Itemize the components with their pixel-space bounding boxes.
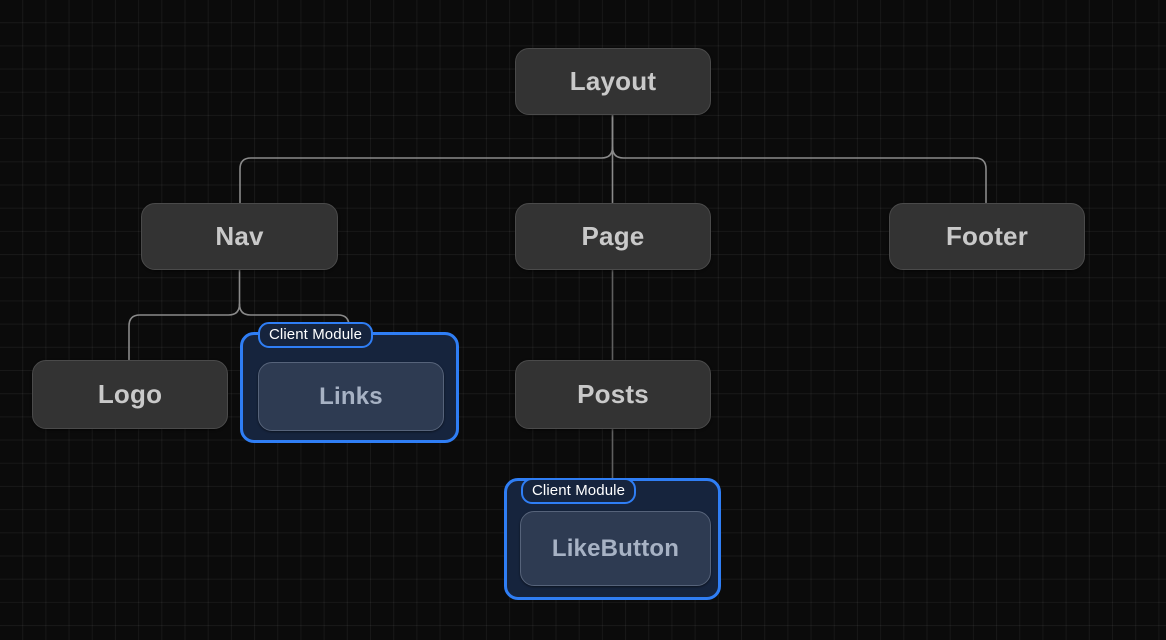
edge-nav-logo bbox=[128, 303, 241, 361]
node-footer-label: Footer bbox=[945, 221, 1029, 251]
node-footer[interactable]: Footer bbox=[889, 203, 1085, 270]
client-module-badge-links: Client Module bbox=[258, 322, 374, 348]
node-layout[interactable]: Layout bbox=[515, 48, 711, 115]
node-likebutton[interactable]: LikeButton bbox=[520, 511, 711, 586]
node-logo-label: Logo bbox=[97, 379, 163, 409]
client-module-group-links[interactable]: Links bbox=[240, 332, 459, 443]
edge-layout-bus bbox=[611, 114, 987, 204]
node-links-label: Links bbox=[319, 382, 383, 410]
node-posts[interactable]: Posts bbox=[515, 360, 711, 429]
client-module-badge-links-label: Client Module bbox=[269, 326, 363, 343]
node-page[interactable]: Page bbox=[515, 203, 711, 270]
client-module-badge-likebutton: Client Module bbox=[521, 478, 637, 504]
node-logo[interactable]: Logo bbox=[32, 360, 228, 429]
node-likebutton-label: LikeButton bbox=[551, 534, 680, 562]
node-nav[interactable]: Nav bbox=[141, 203, 338, 270]
client-module-badge-likebutton-label: Client Module bbox=[532, 482, 626, 499]
edge-layout-nav bbox=[239, 146, 614, 204]
node-links[interactable]: Links bbox=[258, 362, 444, 431]
node-posts-label: Posts bbox=[577, 379, 649, 409]
node-page-label: Page bbox=[581, 221, 645, 251]
node-nav-label: Nav bbox=[215, 221, 264, 251]
node-layout-label: Layout bbox=[569, 66, 657, 96]
